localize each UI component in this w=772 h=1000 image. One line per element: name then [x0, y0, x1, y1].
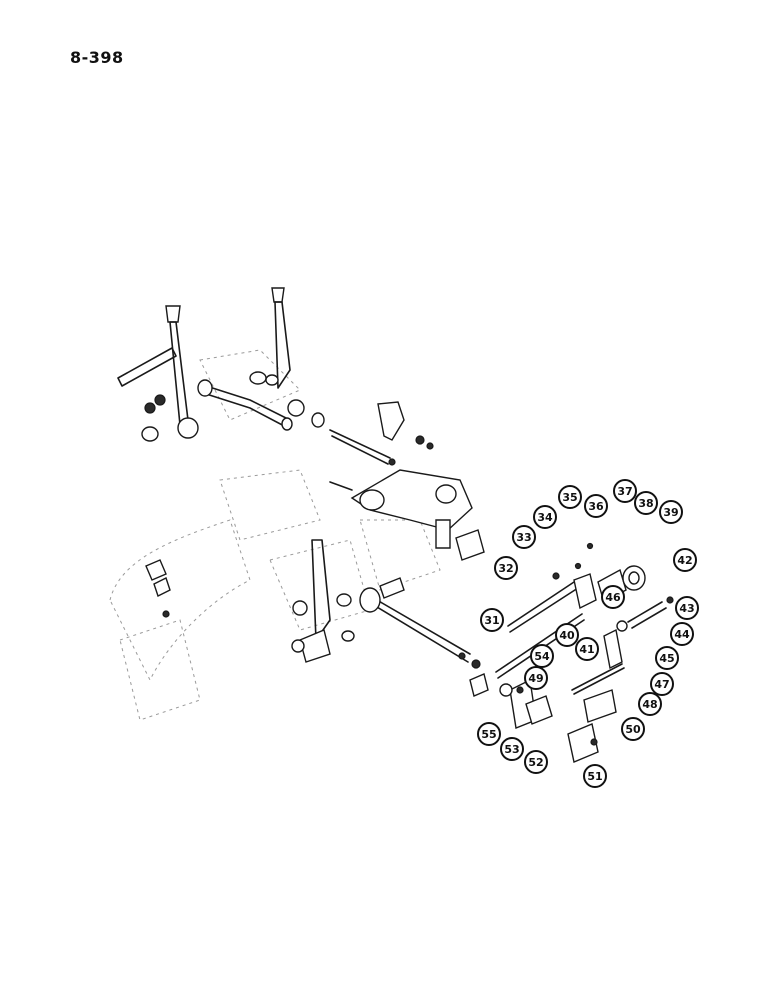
- lower-shift-lever: [291, 539, 355, 663]
- callout-47: 47: [650, 672, 674, 696]
- callout-32: 32: [494, 556, 518, 580]
- callout-label: 43: [679, 602, 694, 615]
- callout-label: 45: [659, 652, 674, 665]
- callout-label: 53: [504, 743, 519, 756]
- callout-label: 32: [498, 562, 513, 575]
- center-shift-lever: [249, 287, 305, 417]
- link-46: [603, 628, 623, 670]
- callout-label: 39: [663, 506, 678, 519]
- bracket-50: [583, 689, 617, 723]
- callout-label: 37: [617, 485, 632, 498]
- callout-49: 49: [524, 666, 548, 690]
- callout-37: 37: [613, 479, 637, 503]
- callout-label: 35: [562, 491, 577, 504]
- callout-label: 34: [537, 511, 553, 524]
- link-48: [571, 663, 625, 695]
- callout-label: 36: [588, 500, 604, 513]
- callout-42: 42: [673, 548, 697, 572]
- callout-33: 33: [512, 525, 536, 549]
- callout-52: 52: [524, 750, 548, 774]
- callout-label: 33: [516, 531, 531, 544]
- callout-45: 45: [655, 646, 679, 670]
- callout-34: 34: [533, 505, 557, 529]
- callout-55: 55: [477, 722, 501, 746]
- upper-shaft: [197, 379, 325, 431]
- callout-label: 51: [587, 770, 602, 783]
- pin-45: [616, 596, 674, 632]
- callout-36: 36: [584, 494, 608, 518]
- block-plate: [455, 529, 485, 561]
- callout-40: 40: [555, 623, 579, 647]
- callout-label: 46: [605, 591, 621, 604]
- callout-41: 41: [575, 637, 599, 661]
- callout-label: 54: [534, 650, 550, 663]
- shift-fork-upper: [377, 401, 434, 450]
- callout-label: 40: [559, 629, 575, 642]
- callout-31: 31: [480, 608, 504, 632]
- callout-label: 42: [677, 554, 692, 567]
- callout-label: 48: [642, 698, 657, 711]
- callout-label: 41: [579, 643, 594, 656]
- shift-rail-small: [329, 429, 396, 466]
- callout-label: 52: [528, 756, 543, 769]
- callout-label: 47: [654, 678, 669, 691]
- page-number: 8-398: [70, 48, 124, 67]
- callout-35: 35: [558, 485, 582, 509]
- plate-51: [567, 723, 599, 763]
- callout-46: 46: [601, 585, 625, 609]
- collar-39: [622, 565, 646, 591]
- callout-label: 50: [625, 723, 641, 736]
- lever-52-53-55: [469, 673, 553, 729]
- callout-label: 55: [481, 728, 496, 741]
- callout-label: 44: [674, 628, 690, 641]
- callout-label: 38: [638, 497, 653, 510]
- shift-housing: [329, 469, 473, 549]
- callout-38: 38: [634, 491, 658, 515]
- callout-43: 43: [675, 596, 699, 620]
- callout-50: 50: [621, 717, 645, 741]
- callout-53: 53: [500, 737, 524, 761]
- small-bracket-left: [145, 559, 171, 618]
- callout-label: 49: [528, 672, 543, 685]
- callout-54: 54: [530, 644, 554, 668]
- callout-48: 48: [638, 692, 662, 716]
- cross-shaft: [359, 577, 481, 669]
- rod-32: [507, 581, 579, 633]
- callout-label: 31: [484, 614, 499, 627]
- callout-44: 44: [670, 622, 694, 646]
- left-shift-lever: [117, 305, 199, 442]
- callout-39: 39: [659, 500, 683, 524]
- callout-51: 51: [583, 764, 607, 788]
